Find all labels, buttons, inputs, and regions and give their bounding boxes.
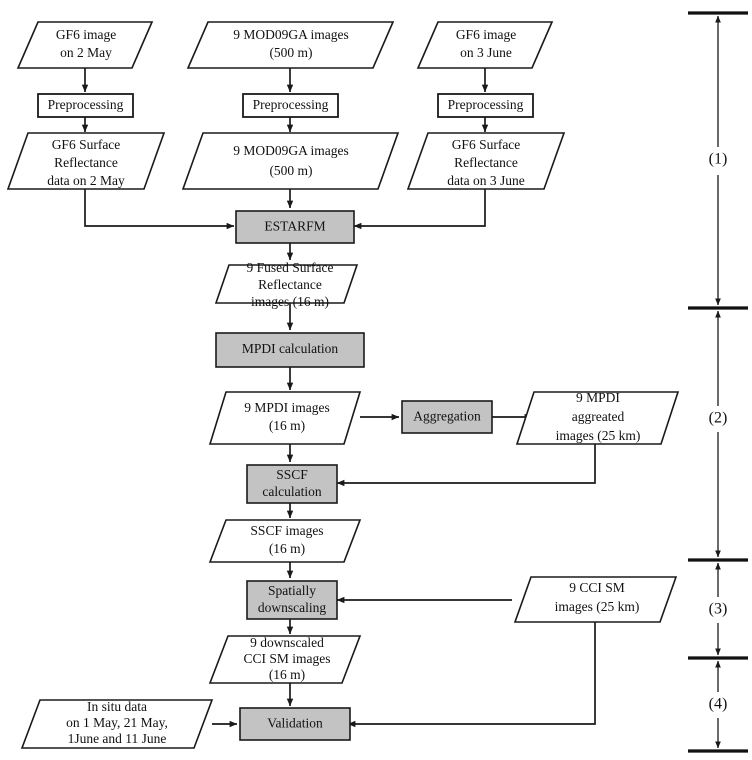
node-sscf-images-line-1: SSCF images — [250, 523, 323, 538]
edge-cci-sm-to-validation — [347, 622, 596, 728]
node-shape-rect — [246, 580, 338, 620]
node-shape-rect — [401, 400, 493, 434]
stage-3-label: (3) — [709, 601, 728, 618]
node-estarfm-label: ESTARFM — [264, 219, 325, 234]
node-downscaled-cci-sm-line-2: CCI SM images — [243, 651, 330, 666]
node-mpdi-images-line-1: 9 MPDI images — [244, 400, 330, 415]
node-downscaled-cci-sm-line-3: (16 m) — [269, 667, 305, 682]
node-mpdi-calculation[interactable]: MPDI calculation — [215, 332, 365, 368]
node-shape-rect — [215, 332, 365, 368]
node-shape-rect — [235, 210, 355, 244]
node-preprocessing-right-label: Preprocessing — [448, 97, 524, 112]
node-mpdi-images-line-2: (16 m) — [269, 418, 305, 433]
node-spatially-downscaling-line-2: downscaling — [258, 600, 326, 615]
node-gf6-image-2may-line-2: on 2 May — [60, 45, 112, 60]
node-in-situ-line-3: 1June and 11 June — [68, 731, 167, 746]
node-spatially-downscaling[interactable]: Spatially downscaling — [246, 580, 338, 620]
node-shape-parallelogram — [416, 21, 554, 69]
node-shape-parallelogram — [208, 391, 362, 445]
node-mod09ga-input-line-2: (500 m) — [269, 45, 312, 60]
node-preprocessing-mid-label: Preprocessing — [253, 97, 329, 112]
node-fused-sr-line-2: Reflectance — [258, 277, 322, 292]
node-sscf-images[interactable]: SSCF images (16 m) — [208, 519, 362, 563]
node-mpdi-aggregated-line-1: 9 MPDI — [576, 390, 620, 405]
node-shape-rect — [437, 93, 534, 118]
node-cci-sm-images[interactable]: 9 CCI SM images (25 km) — [513, 576, 678, 623]
node-mpdi-calculation-label: MPDI calculation — [242, 341, 339, 356]
node-in-situ-data[interactable]: In situ data on 1 May, 21 May, 1June and… — [20, 699, 214, 749]
node-shape-rect — [242, 93, 339, 118]
node-in-situ-line-1: In situ data — [87, 699, 147, 714]
node-gf6-image-3june-line-2: on 3 June — [460, 45, 512, 60]
node-preprocessing-left-label: Preprocessing — [48, 97, 124, 112]
node-preprocessing-left[interactable]: Preprocessing — [37, 93, 134, 118]
node-downscaled-cci-sm-line-1: 9 downscaled — [250, 635, 324, 650]
node-downscaled-cci-sm[interactable]: 9 downscaled CCI SM images (16 m) — [208, 635, 362, 684]
node-gf6-sr-2may[interactable]: GF6 Surface Reflectance data on 2 May — [6, 132, 166, 190]
node-mpdi-aggregated[interactable]: 9 MPDI aggreated images (25 km) — [515, 390, 680, 445]
node-shape-parallelogram — [186, 21, 395, 69]
stage-4-label: (4) — [709, 696, 728, 713]
node-gf6-sr-3june-line-1: GF6 Surface — [452, 137, 521, 152]
node-gf6-sr-3june[interactable]: GF6 Surface Reflectance data on 3 June — [406, 132, 566, 190]
edge-mpdi-aggregated-to-sscf — [336, 444, 596, 487]
stage-2-label: (2) — [709, 410, 728, 427]
node-mod09ga-output-line-1: 9 MOD09GA images — [233, 143, 349, 158]
node-validation-label: Validation — [267, 716, 323, 731]
node-mpdi-images[interactable]: 9 MPDI images (16 m) — [208, 391, 362, 445]
node-sscf-calculation-line-2: calculation — [262, 484, 321, 499]
stage-1-label: (1) — [709, 151, 728, 168]
node-preprocessing-right[interactable]: Preprocessing — [437, 93, 534, 118]
node-gf6-image-2may[interactable]: GF6 image on 2 May — [16, 21, 154, 69]
node-mpdi-aggregated-line-2: aggreated — [572, 409, 625, 424]
node-shape-parallelogram — [208, 635, 362, 684]
node-gf6-image-2may-line-1: GF6 image — [56, 27, 116, 42]
node-gf6-sr-2may-line-1: GF6 Surface — [52, 137, 121, 152]
node-gf6-sr-2may-line-3: data on 2 May — [47, 173, 125, 188]
node-cci-sm-line-1: 9 CCI SM — [569, 580, 625, 595]
node-spatially-downscaling-line-1: Spatially — [268, 583, 316, 598]
node-shape-parallelogram — [181, 132, 400, 190]
node-shape-parallelogram — [515, 391, 680, 445]
edge-gf6-sr-3june-to-estarfm — [353, 189, 486, 230]
node-sscf-calculation-line-1: SSCF — [276, 467, 308, 482]
node-mod09ga-input-line-1: 9 MOD09GA images — [233, 27, 349, 42]
node-aggregation-label: Aggregation — [413, 409, 481, 424]
node-estarfm[interactable]: ESTARFM — [235, 210, 355, 244]
node-shape-rect — [239, 707, 351, 741]
node-sscf-images-line-2: (16 m) — [269, 541, 305, 556]
node-gf6-image-3june[interactable]: GF6 image on 3 June — [416, 21, 554, 69]
node-mod09ga-output[interactable]: 9 MOD09GA images (500 m) — [181, 132, 400, 190]
edge-gf6-sr-2may-to-estarfm — [84, 189, 235, 230]
node-shape-parallelogram — [16, 21, 154, 69]
node-validation[interactable]: Validation — [239, 707, 351, 741]
node-fused-sr-line-1: 9 Fused Surface — [247, 260, 334, 275]
node-preprocessing-mid[interactable]: Preprocessing — [242, 93, 339, 118]
stage-bracket-column: (1) (2) (3) (4) — [688, 11, 748, 753]
node-shape-parallelogram — [208, 519, 362, 563]
node-sscf-calculation[interactable]: SSCF calculation — [246, 464, 338, 504]
node-shape-parallelogram — [406, 132, 566, 190]
node-aggregation[interactable]: Aggregation — [401, 400, 493, 434]
node-fused-surface-reflectance[interactable]: 9 Fused Surface Reflectance images (16 m… — [214, 260, 359, 309]
node-mod09ga-input[interactable]: 9 MOD09GA images (500 m) — [186, 21, 395, 69]
node-cci-sm-line-2: images (25 km) — [555, 599, 640, 614]
node-gf6-sr-3june-line-2: Reflectance — [454, 155, 518, 170]
node-gf6-sr-2may-line-2: Reflectance — [54, 155, 118, 170]
node-fused-sr-line-3: images (16 m) — [251, 294, 329, 309]
node-shape-parallelogram — [6, 132, 166, 190]
node-shape-rect — [37, 93, 134, 118]
node-gf6-image-3june-line-1: GF6 image — [456, 27, 516, 42]
node-shape-parallelogram — [513, 576, 678, 623]
node-gf6-sr-3june-line-3: data on 3 June — [447, 173, 525, 188]
node-shape-rect — [246, 464, 338, 504]
node-in-situ-line-2: on 1 May, 21 May, — [66, 715, 168, 730]
node-mod09ga-output-line-2: (500 m) — [269, 163, 312, 178]
node-mpdi-aggregated-line-3: images (25 km) — [556, 428, 641, 443]
node-shape-parallelogram — [214, 264, 359, 304]
node-shape-parallelogram — [20, 699, 214, 749]
